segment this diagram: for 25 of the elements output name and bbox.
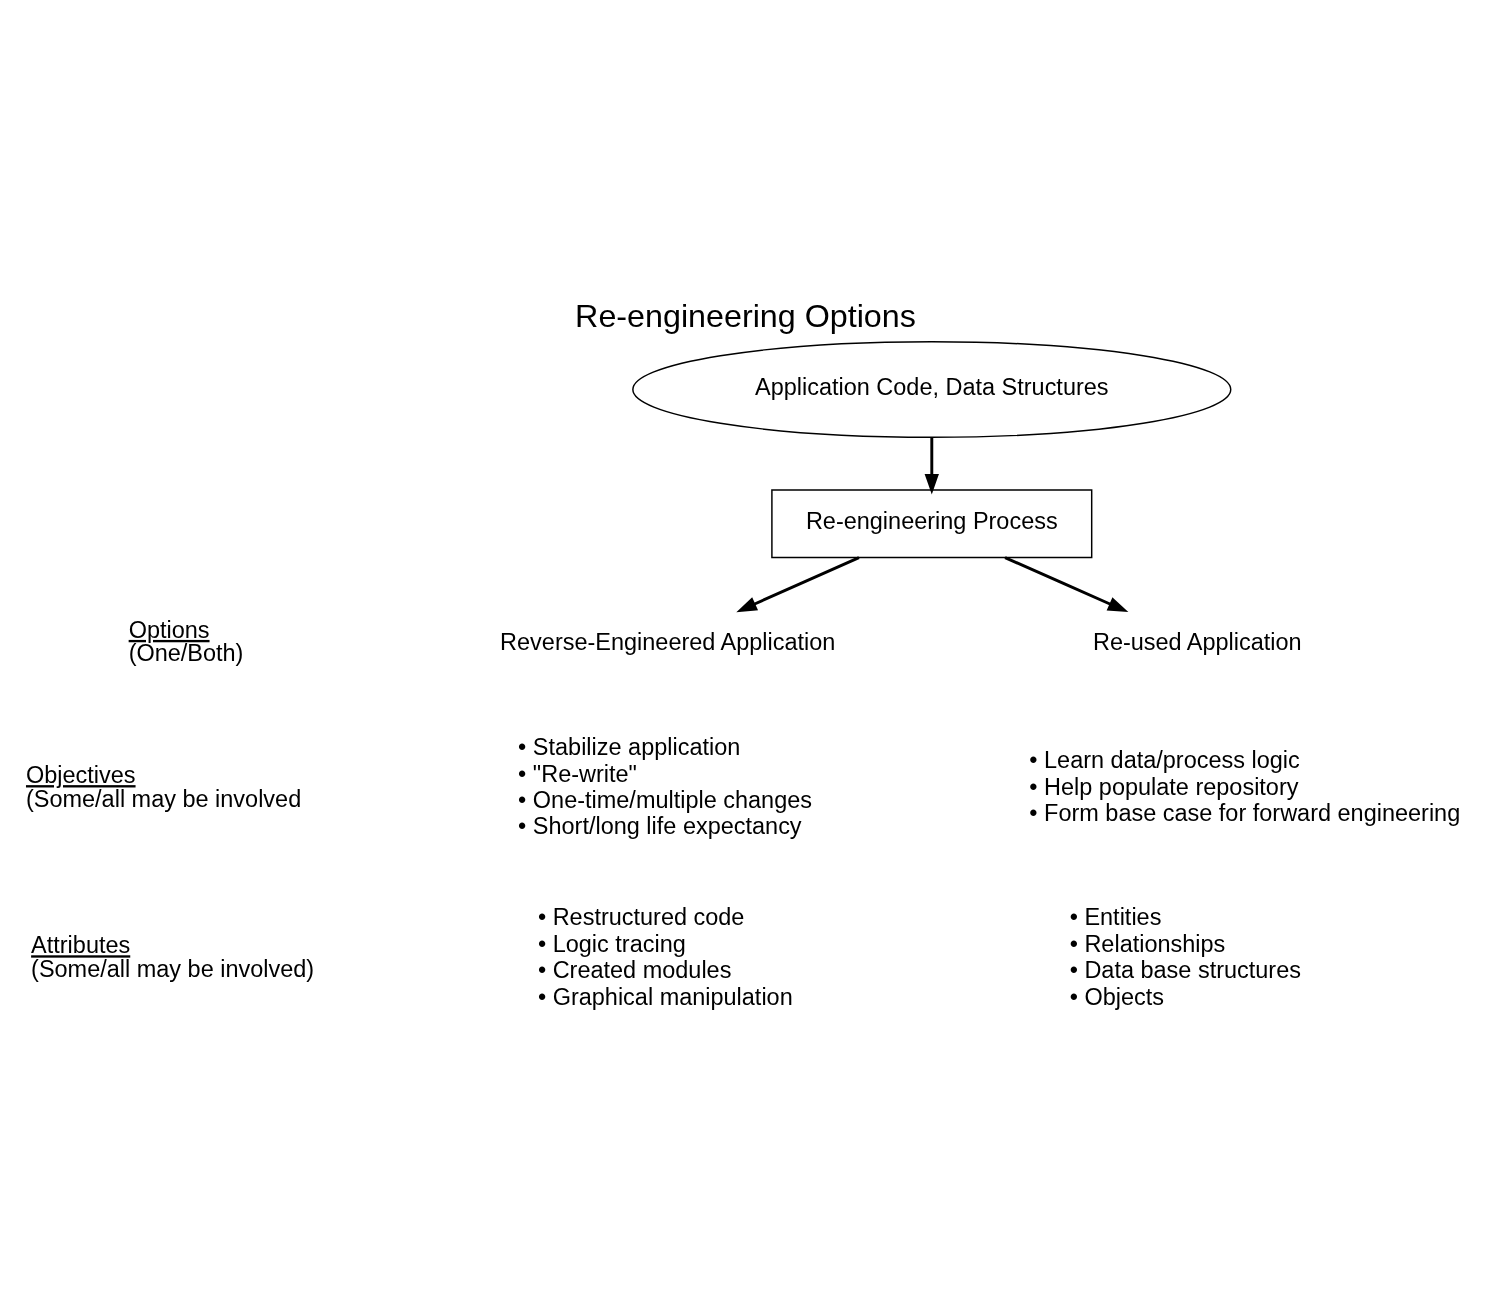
node-text: Reverse-Engineered Application bbox=[500, 628, 836, 655]
arrow bbox=[1004, 555, 1129, 612]
label: • Data base structures bbox=[1069, 956, 1301, 983]
label: • Relationships bbox=[1069, 930, 1226, 957]
label: • Logic tracing bbox=[537, 930, 686, 957]
label: • "Re-write" bbox=[518, 760, 637, 787]
label: • Stabilize application bbox=[518, 733, 741, 760]
label: (Some/all may be involved) bbox=[31, 955, 315, 982]
arrow bbox=[924, 436, 939, 494]
label: • Learn data/process logic bbox=[1029, 746, 1300, 773]
label: • Graphical manipulation bbox=[537, 983, 793, 1010]
label: • Form base case for forward engineering bbox=[1029, 799, 1461, 826]
label: • Help populate repository bbox=[1029, 773, 1299, 800]
arrow bbox=[736, 555, 860, 612]
diagram-title: Re-engineering Options bbox=[575, 297, 916, 334]
label: Attributes bbox=[31, 931, 131, 958]
node-ellipse: Application Code, Data Structures bbox=[632, 340, 1232, 438]
node-text: Re-used Application bbox=[1092, 628, 1302, 655]
label: • Entities bbox=[1069, 903, 1162, 930]
label: • Short/long life expectancy bbox=[518, 812, 802, 839]
node-box: Re-engineering Process bbox=[771, 488, 1093, 558]
label: • One-time/multiple changes bbox=[518, 786, 813, 813]
label: • Restructured code bbox=[537, 903, 745, 930]
label: • Objects bbox=[1069, 983, 1164, 1010]
label: • Created modules bbox=[537, 956, 732, 983]
